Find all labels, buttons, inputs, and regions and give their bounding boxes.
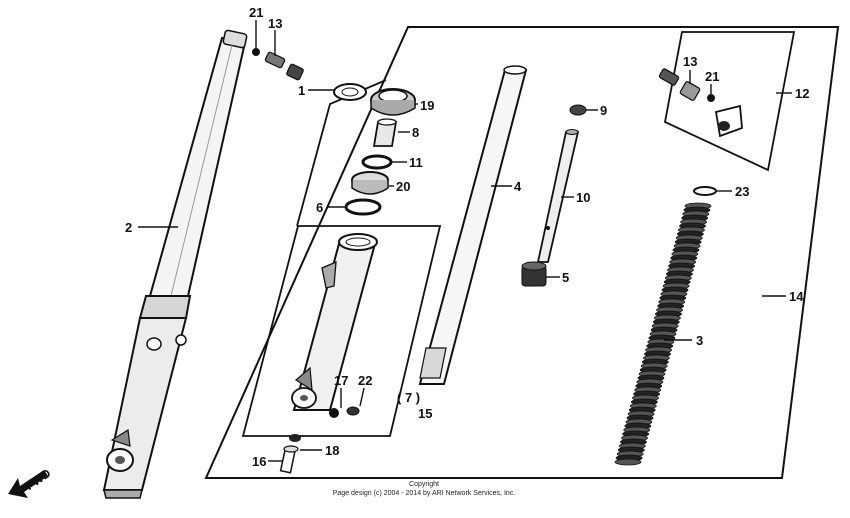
callout-6: 6 [316, 200, 323, 215]
callout-14: 14 [789, 289, 804, 304]
frame-connector [296, 79, 387, 227]
ring-9 [569, 104, 587, 116]
callout-16: 16 [252, 454, 266, 469]
callout-13b: 13 [683, 54, 697, 69]
callout-19: 19 [420, 98, 434, 113]
copyright-line-1: Copyright [409, 481, 439, 488]
callout-5: 5 [562, 270, 569, 285]
air-valve-13-left [264, 51, 304, 81]
rebound-spring-5 [521, 261, 547, 287]
callout-13a: 13 [268, 16, 282, 31]
damper-rod-10 [536, 129, 580, 263]
washer-22 [346, 406, 360, 416]
callout-15: 15 [418, 406, 432, 421]
fork-spring-3 [614, 202, 712, 466]
ring-23 [693, 186, 717, 196]
spring-coil [614, 458, 642, 466]
fwd-label: FWD [23, 466, 54, 493]
fork-pipe-4 [418, 65, 528, 385]
frame-assembly-14 [204, 26, 840, 479]
callout-2: 2 [125, 220, 132, 235]
callout-11: 11 [409, 155, 423, 170]
callout-12: 12 [795, 86, 809, 101]
callout-1: 1 [298, 83, 305, 98]
valve-bracket [714, 104, 743, 138]
callout-21b: 21 [705, 69, 719, 84]
callout-8: 8 [412, 125, 419, 140]
air-valve-13-right [658, 68, 701, 101]
callout-17: 17 [334, 373, 348, 388]
callout-18: 18 [325, 443, 339, 458]
callout-7: ( 7 ) [397, 390, 420, 405]
callout-23: 23 [735, 184, 749, 199]
seal-stack [333, 83, 416, 216]
frame-assembly-15 [241, 225, 442, 437]
drain-bolt-17 [329, 408, 339, 418]
bolt-21-left [252, 48, 260, 56]
socket-bolt-16 [279, 445, 299, 474]
forward-arrow-indicator: FWD [8, 466, 54, 498]
copyright-line-2: Page design (c) 2004 - 2014 by ARI Netwo… [333, 490, 516, 497]
bolt-21-right [707, 94, 715, 102]
fork-assembly-left [102, 29, 248, 499]
callout-4: 4 [514, 179, 522, 194]
callout-9: 9 [600, 103, 607, 118]
callout-10: 10 [576, 190, 590, 205]
callout-3: 3 [696, 333, 703, 348]
callout-21a: 21 [249, 5, 263, 20]
callout-22: 22 [358, 373, 372, 388]
frame-assembly-12 [663, 31, 796, 172]
leader-lines [138, 20, 792, 462]
washer-18 [289, 434, 301, 442]
callout-20: 20 [396, 179, 410, 194]
